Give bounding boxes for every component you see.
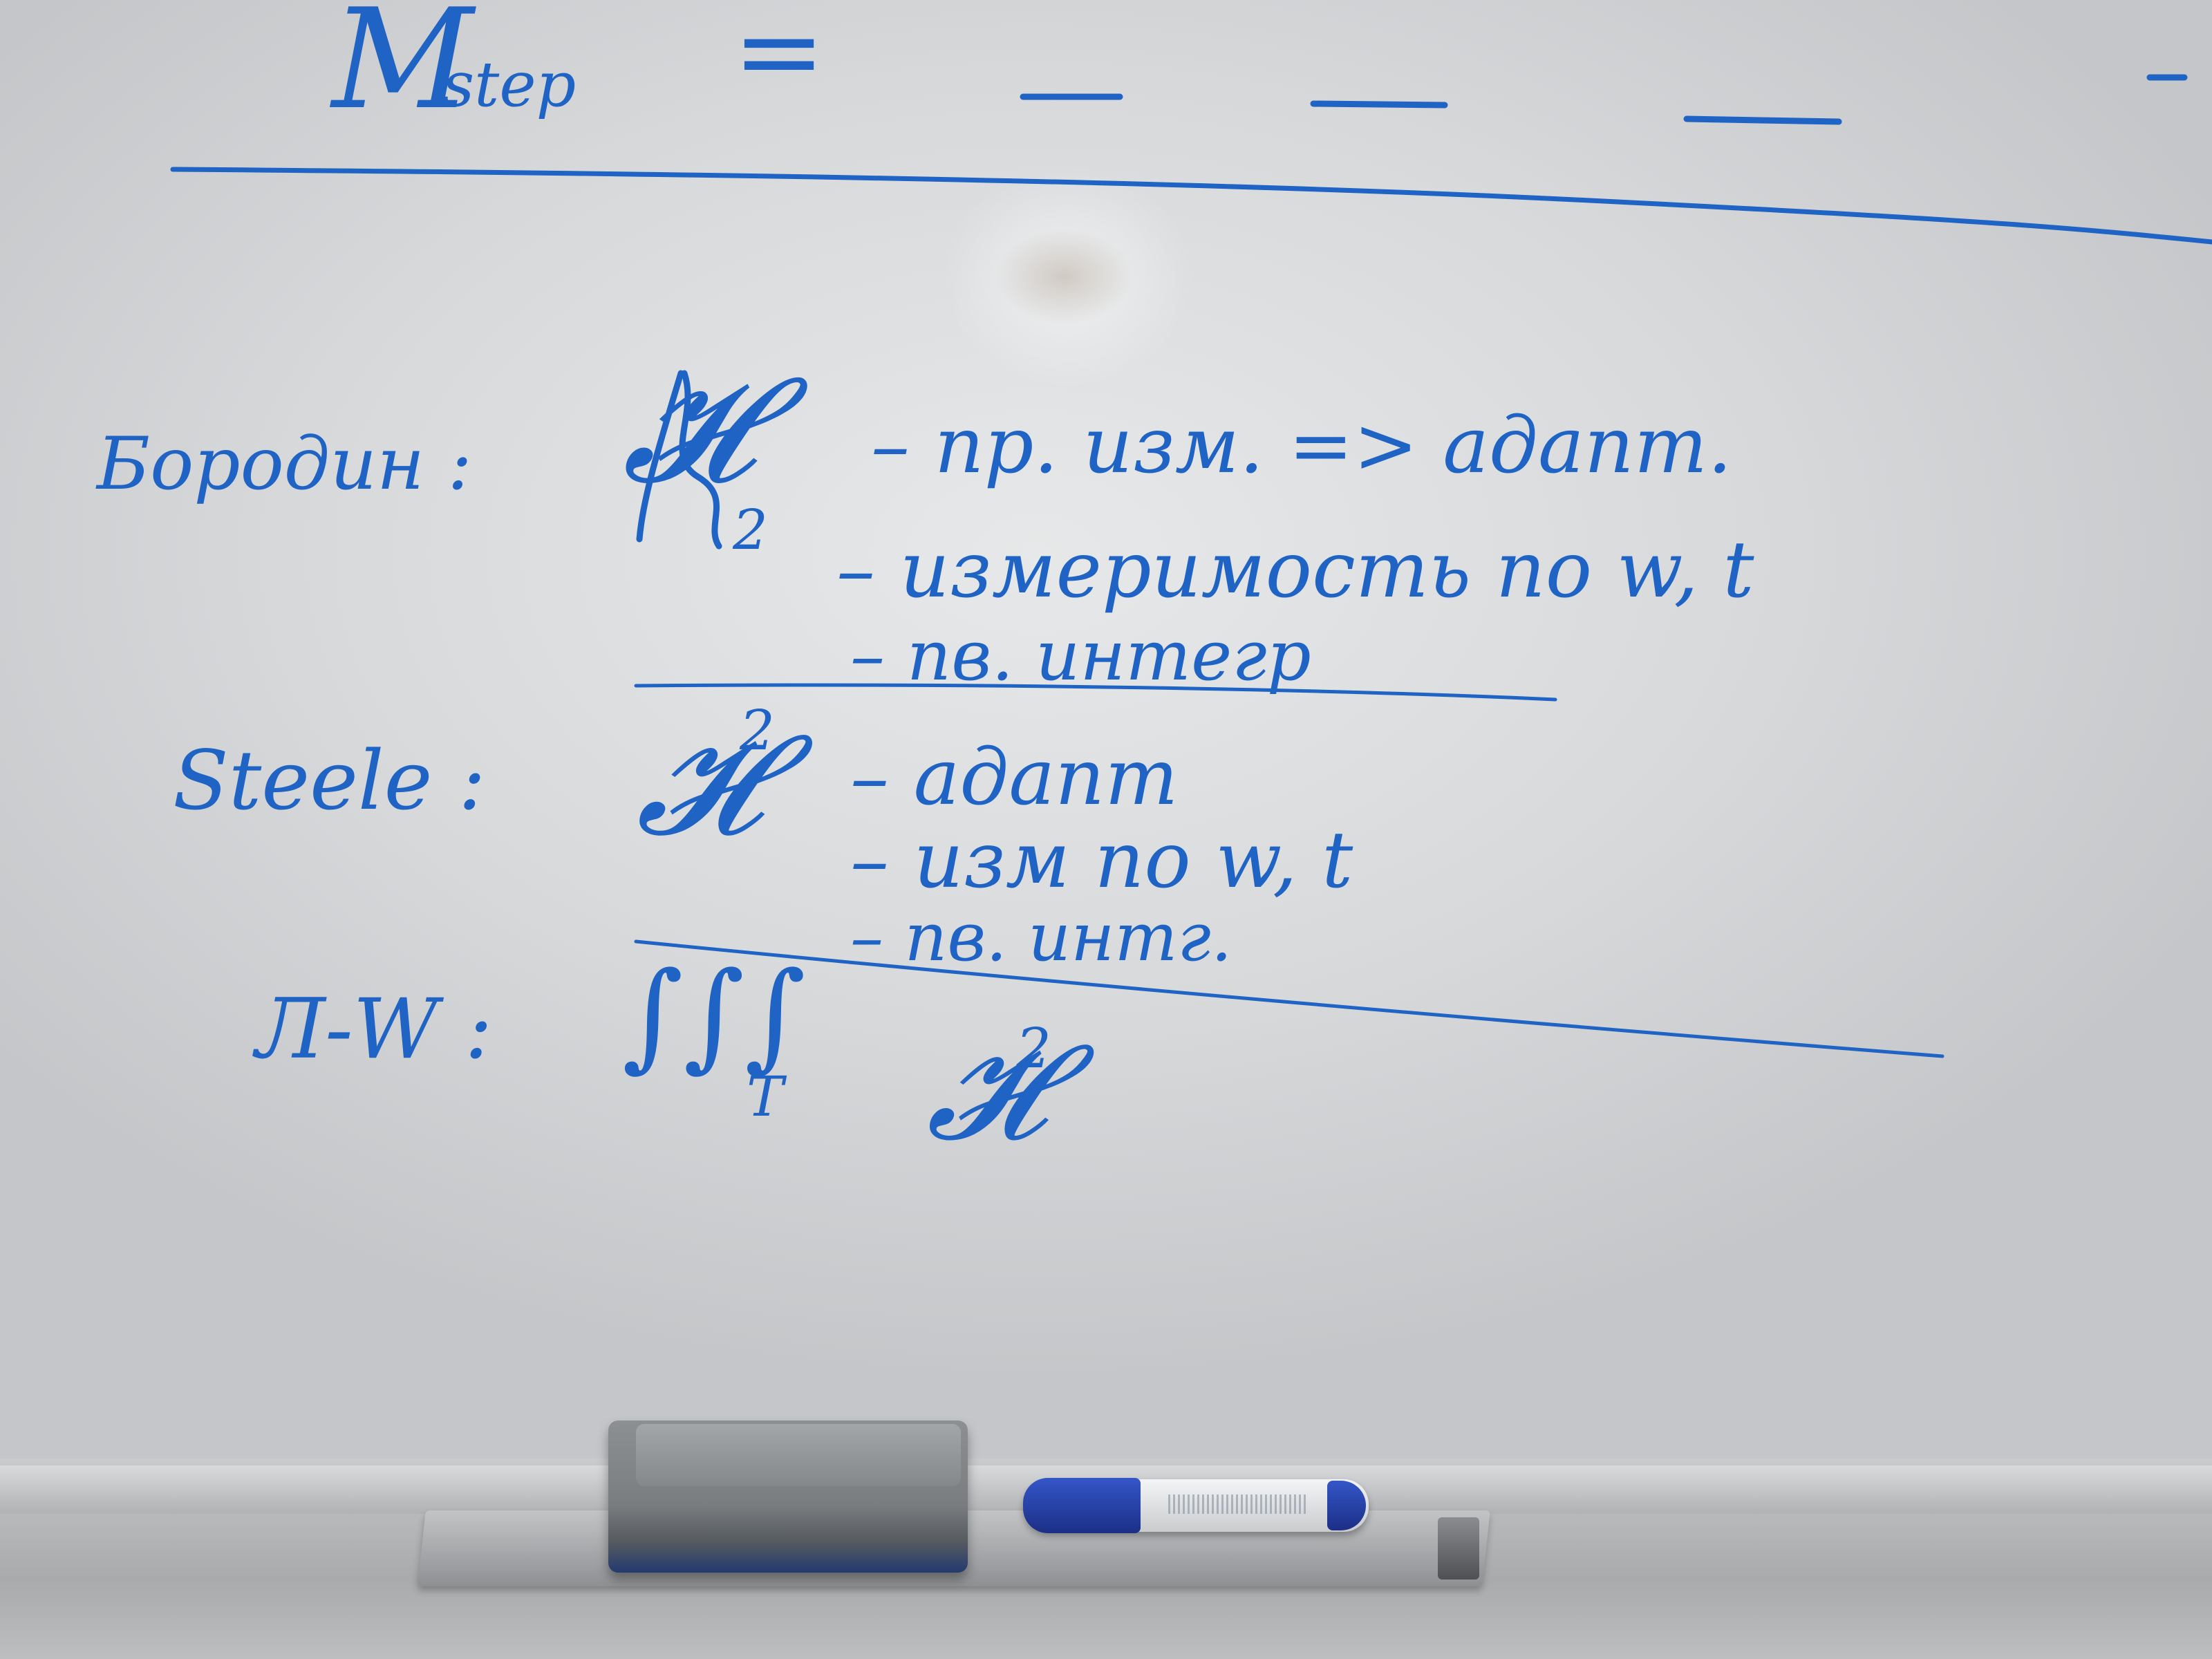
row-separator-1 xyxy=(634,683,1557,702)
header-equals: = xyxy=(733,0,826,115)
row-note-borodin-3: – пв. интегр xyxy=(850,615,1311,696)
header-subscript: step xyxy=(442,48,577,121)
header-blank-2 xyxy=(1310,100,1448,109)
row-note-steele-3: – пв. интг. xyxy=(850,899,1232,976)
header-blank-3 xyxy=(1683,115,1842,125)
light-reflection xyxy=(995,228,1134,325)
row-note-borodin-2: – измеримость по w, t xyxy=(836,525,1754,615)
row-author-borodin: Бородин : xyxy=(97,422,472,506)
borodin-h-glyph xyxy=(636,370,722,550)
row-space-lw: ∫∫∫ xyxy=(622,947,806,1084)
row-note-steele-2: – изм по w, t xyxy=(850,816,1353,906)
row-space-index-steele: 2 xyxy=(740,698,775,762)
row-space-steele: 𝓗 xyxy=(636,705,761,866)
row-space-index-borodin: 2 xyxy=(733,498,768,562)
row-space-borodin: 𝓗 xyxy=(622,346,753,515)
row-author-lw: Л-W : xyxy=(256,982,493,1078)
tray-end-clip xyxy=(1438,1517,1479,1580)
whiteboard-surface xyxy=(0,0,2212,1486)
eraser-top xyxy=(636,1424,961,1486)
row-extra-lw: 𝓗 xyxy=(926,1016,1045,1169)
row-note-borodin-1: – пр. изм. => адапт. xyxy=(871,401,1732,491)
marker-end-cap xyxy=(1327,1481,1366,1530)
header-symbol: M xyxy=(332,0,474,140)
row-note-steele-1: – адапт xyxy=(850,733,1179,823)
marker-cap[interactable] xyxy=(1023,1478,1141,1533)
row-space-index-lw: T xyxy=(747,1065,784,1129)
row-author-steele: Steele : xyxy=(173,733,486,828)
row-separator-2 xyxy=(634,939,1944,1058)
marker-label xyxy=(1168,1494,1306,1514)
header-underline xyxy=(170,167,2212,245)
row-extra-index-lw: 2 xyxy=(1016,1016,1051,1080)
